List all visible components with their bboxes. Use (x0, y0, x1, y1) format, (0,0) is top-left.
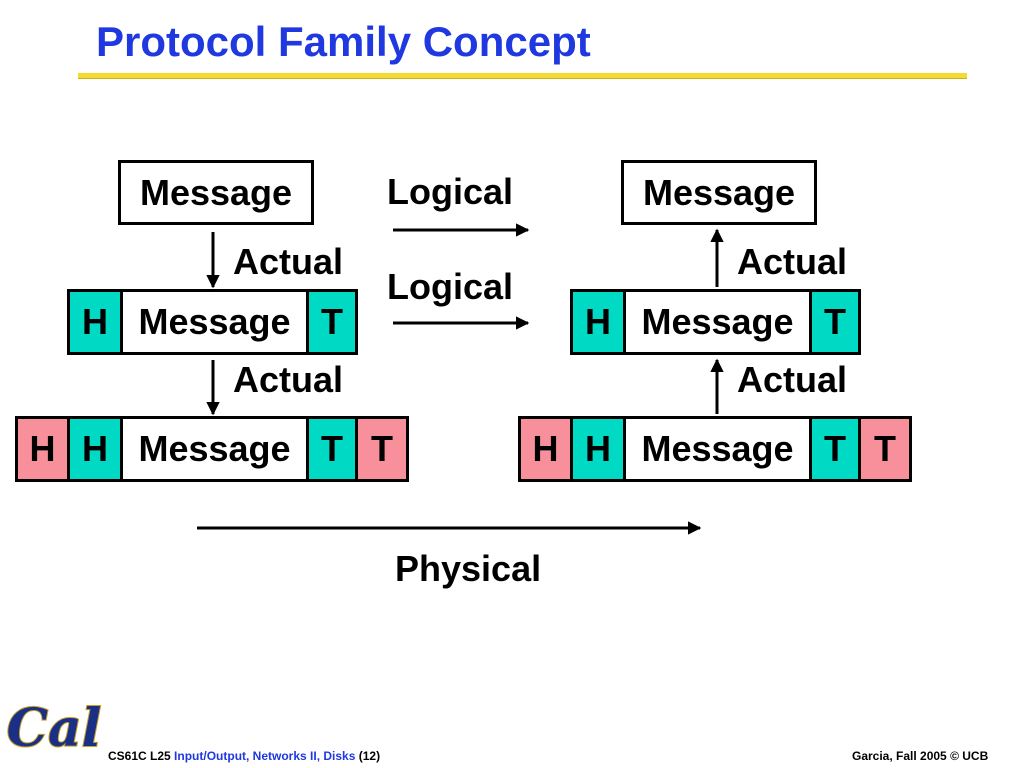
right-row2-header: H (570, 289, 626, 355)
footer-credit: Garcia, Fall 2005 © UCB (852, 749, 989, 763)
left-row3-message: Message (120, 416, 309, 482)
left-row3-inner-header: H (67, 416, 123, 482)
left-actual-label-upper: Actual (233, 241, 344, 282)
left-row2-header: H (67, 289, 123, 355)
logical-label-top: Logical (387, 171, 514, 212)
right-row2-trailer: T (809, 289, 861, 355)
left-message-box: Message (118, 160, 314, 225)
left-row2-trailer: T (306, 289, 358, 355)
slide-title: Protocol Family Concept (96, 18, 591, 65)
left-row3-outer-trailer: T (355, 416, 409, 482)
left-actual-label-lower: Actual (233, 359, 344, 400)
right-row3-inner-header: H (570, 416, 626, 482)
left-row3-outer-header: H (15, 416, 70, 482)
right-actual-label-lower: Actual (737, 359, 848, 400)
right-message-box: Message (621, 160, 817, 225)
right-row3-inner-trailer: T (809, 416, 861, 482)
left-row3-inner-trailer: T (306, 416, 358, 482)
right-row2-message: Message (623, 289, 812, 355)
left-row2-message: Message (120, 289, 309, 355)
right-row3-message: Message (623, 416, 812, 482)
footer-course: CS61C L25 (108, 749, 171, 763)
cal-logo-icon: Cal (6, 697, 103, 760)
footer-lecture-title: Input/Output, Networks II, Disks (174, 749, 356, 763)
title-underline (78, 73, 967, 78)
footer-page-number: (12) (358, 749, 381, 763)
right-actual-label-upper: Actual (737, 241, 848, 282)
cal-logo-text: Cal (7, 698, 102, 759)
right-row3-outer-trailer: T (858, 416, 912, 482)
physical-label: Physical (395, 548, 542, 589)
footer-left: CS61C L25 Input/Output, Networks II, Dis… (108, 748, 380, 764)
logical-label-middle: Logical (387, 266, 514, 307)
right-row3-outer-header: H (518, 416, 573, 482)
